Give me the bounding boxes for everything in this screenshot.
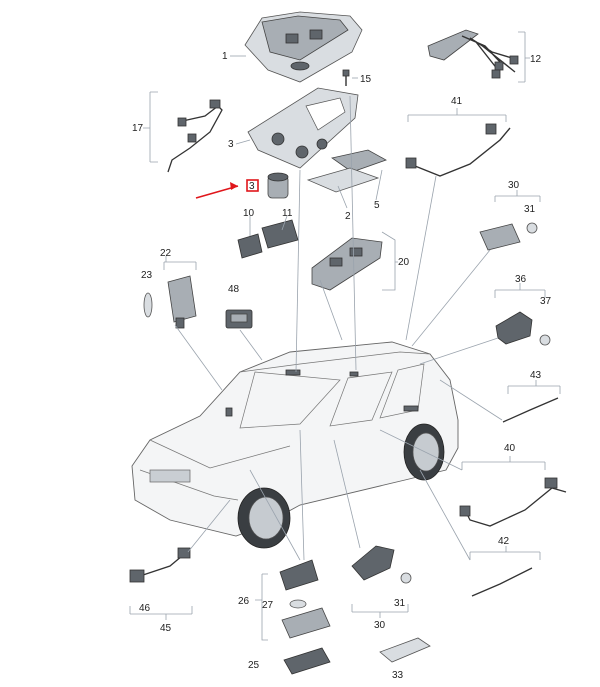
callout-43: 43 (530, 370, 542, 381)
callout-12: 12 (530, 54, 542, 65)
part-trim-frame (247, 87, 359, 169)
callout-33: 33 (392, 670, 404, 681)
part-cable-42 (471, 567, 533, 597)
callout-3-highlighted: 3 (249, 181, 255, 192)
callout-labels: 1 15 3 17 12 41 5 2 10 11 20 30 31 22 23… (132, 51, 552, 681)
part-lamp-25 (283, 647, 331, 675)
callout-40: 40 (504, 443, 516, 454)
part-lamp-30-bottom (351, 545, 395, 581)
callout-46: 46 (139, 603, 151, 614)
callout-48: 48 (228, 284, 240, 295)
callout-5: 5 (374, 200, 380, 211)
part-cable-41 (405, 123, 511, 177)
part-cable-43 (502, 397, 559, 423)
callout-23: 23 (141, 270, 153, 281)
highlight-marker: 3 (195, 179, 259, 199)
part-lamp-26 (279, 559, 319, 591)
callout-15: 15 (360, 74, 372, 85)
part-roof-console-housing (244, 11, 363, 83)
part-switch-11 (261, 219, 299, 249)
part-module-22 (167, 275, 197, 329)
callout-10: 10 (243, 208, 255, 219)
callout-37: 37 (540, 296, 552, 307)
part-lens-cover (306, 149, 387, 193)
part-cable-40 (459, 477, 567, 527)
part-bulb-23 (143, 292, 153, 318)
callout-11: 11 (282, 208, 293, 219)
callout-25: 25 (248, 660, 260, 671)
part-cable-46 (129, 547, 191, 583)
part-wiring-harness-17 (167, 99, 223, 173)
part-housing-26b (281, 607, 331, 639)
vehicle-illustration (131, 341, 459, 549)
callout-3: 3 (228, 139, 234, 150)
leader-lines (129, 31, 561, 641)
callout-31-bottom: 31 (394, 598, 406, 609)
part-switch-10 (237, 233, 263, 259)
callout-30-bottom: 30 (374, 620, 386, 631)
callout-36: 36 (515, 274, 527, 285)
part-interior-lamp-20 (311, 237, 383, 291)
part-lamp-36 (495, 311, 533, 345)
highlight-box (246, 179, 259, 192)
part-bulb-27 (289, 599, 307, 609)
part-control-unit-12 (427, 29, 519, 79)
part-bulb-37 (539, 334, 551, 346)
part-switch-48 (225, 309, 253, 329)
callout-45: 45 (160, 623, 172, 634)
part-bulb-holder-3 (267, 172, 289, 199)
callout-20: 20 (398, 257, 410, 268)
part-bulb-31-top (526, 222, 538, 234)
part-lamp-30-top (479, 223, 521, 251)
part-lens-33 (379, 637, 431, 663)
callout-1: 1 (222, 51, 228, 62)
callout-26: 26 (238, 596, 250, 607)
callout-31-top: 31 (524, 204, 536, 215)
part-bulb-31-bottom (400, 572, 412, 584)
callout-41: 41 (451, 96, 463, 107)
part-screw (342, 69, 350, 86)
callout-42: 42 (498, 536, 510, 547)
callout-30-top: 30 (508, 180, 520, 191)
callout-2: 2 (345, 211, 351, 222)
callout-17: 17 (132, 123, 144, 134)
callout-27: 27 (262, 600, 274, 611)
callout-22: 22 (160, 248, 172, 259)
